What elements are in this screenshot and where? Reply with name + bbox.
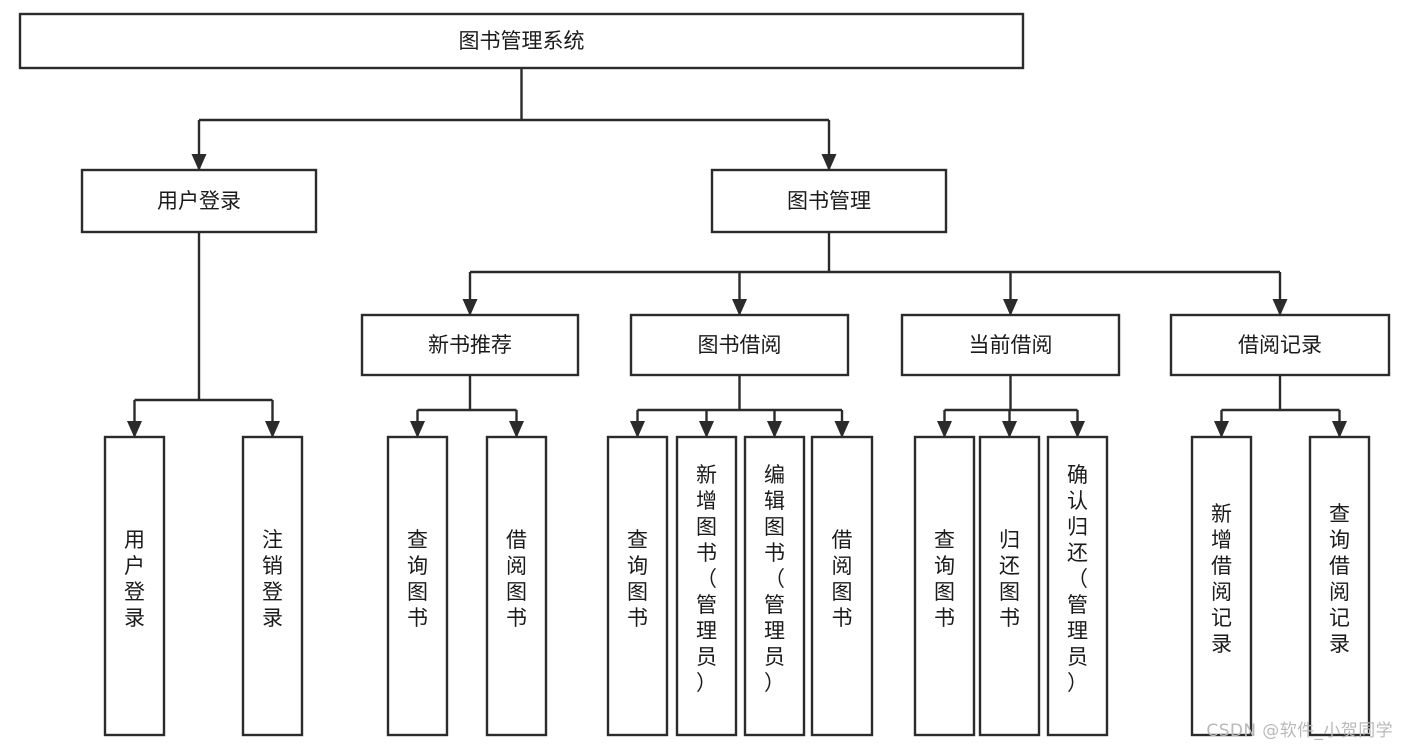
node-label: 用户登录 [157, 189, 241, 213]
node-leaf-新增图书管理员[interactable]: 新增图书（管理员） [675, 435, 738, 737]
arrow-head-icon [1214, 421, 1229, 438]
connectors-layer [127, 68, 1347, 438]
node-box [1190, 435, 1253, 737]
node-box [710, 168, 948, 234]
csdn-watermark: CSDN @软件_小贺同学 [1206, 721, 1393, 741]
node-leaf-归还图书[interactable]: 归还图书 [978, 435, 1041, 737]
node-box [629, 313, 850, 377]
node-leaf-注销登录[interactable]: 注销登录 [241, 435, 304, 737]
node-level1-图书管理[interactable]: 图书管理 [710, 168, 948, 234]
node-leaf-借阅图书[interactable]: 借阅图书 [485, 435, 548, 737]
node-leaf-查询借阅记录[interactable]: 查询借阅记录 [1308, 435, 1371, 737]
node-label: 编辑图书（管理员） [764, 463, 785, 695]
node-label: 借阅图书 [506, 528, 527, 630]
node-root-图书管理系统[interactable]: 图书管理系统 [18, 12, 1025, 70]
node-level2-图书借阅[interactable]: 图书借阅 [629, 313, 850, 377]
arrow-head-icon [1332, 421, 1347, 438]
node-leaf-确认归还管理员[interactable]: 确认归还（管理员） [1046, 435, 1109, 737]
node-label: 新书推荐 [428, 333, 512, 357]
node-leaf-借阅图书[interactable]: 借阅图书 [810, 435, 874, 737]
arrow-head-icon [191, 154, 207, 171]
arrow-head-icon [732, 299, 747, 316]
node-box [241, 435, 304, 737]
node-box [386, 435, 449, 737]
node-box [606, 435, 669, 737]
node-box [743, 435, 806, 737]
node-box [1308, 435, 1371, 737]
arrow-head-icon [509, 421, 524, 438]
node-box [900, 313, 1121, 377]
node-box [810, 435, 874, 737]
node-label: 当前借阅 [969, 333, 1053, 357]
node-box [103, 435, 166, 737]
arrow-head-icon [127, 421, 142, 438]
arrow-head-icon [1070, 421, 1085, 438]
node-level2-借阅记录[interactable]: 借阅记录 [1169, 313, 1391, 377]
arrow-head-icon [265, 421, 280, 438]
node-label: 查询借阅记录 [1329, 502, 1350, 656]
node-label: 查询图书 [934, 528, 955, 630]
node-label: 图书管理系统 [459, 29, 585, 53]
node-label: 用户登录 [124, 528, 145, 630]
node-leaf-查询图书[interactable]: 查询图书 [386, 435, 449, 737]
arrow-head-icon [410, 421, 425, 438]
node-leaf-查询图书[interactable]: 查询图书 [913, 435, 976, 737]
node-leaf-用户登录[interactable]: 用户登录 [103, 435, 166, 737]
node-box [1169, 313, 1391, 377]
arrow-head-icon [1272, 299, 1288, 316]
arrow-head-icon [821, 154, 837, 171]
arrow-head-icon [767, 421, 782, 438]
node-box [1046, 435, 1109, 737]
node-box [913, 435, 976, 737]
node-label: 借阅记录 [1238, 333, 1322, 357]
nodes-layer: 图书管理系统用户登录用户登录注销登录图书管理新书推荐查询图书借阅图书图书借阅查询… [18, 12, 1391, 737]
node-leaf-编辑图书管理员[interactable]: 编辑图书（管理员） [743, 435, 806, 737]
arrow-head-icon [1003, 299, 1018, 316]
arrow-head-icon [462, 299, 478, 316]
node-level2-新书推荐[interactable]: 新书推荐 [360, 313, 580, 377]
node-level2-当前借阅[interactable]: 当前借阅 [900, 313, 1121, 377]
node-label: 借阅图书 [832, 528, 853, 630]
node-box [80, 168, 318, 234]
node-leaf-新增借阅记录[interactable]: 新增借阅记录 [1190, 435, 1253, 737]
arrow-head-icon [834, 421, 850, 438]
arrow-head-icon [1002, 421, 1017, 438]
node-label: 确认归还（管理员） [1067, 463, 1088, 695]
node-label: 图书借阅 [698, 333, 782, 357]
node-label: 新增图书（管理员） [696, 463, 717, 695]
node-level1-用户登录[interactable]: 用户登录 [80, 168, 318, 234]
arrow-head-icon [699, 421, 714, 438]
arrow-head-icon [630, 421, 645, 438]
arrow-head-icon [937, 421, 952, 438]
node-label: 查询图书 [407, 528, 428, 630]
node-box [485, 435, 548, 737]
node-box [360, 313, 580, 377]
node-box [18, 12, 1025, 70]
node-label: 图书管理 [787, 189, 871, 213]
node-label: 新增借阅记录 [1211, 502, 1232, 656]
node-label: 注销登录 [262, 528, 283, 630]
node-leaf-查询图书[interactable]: 查询图书 [606, 435, 669, 737]
node-label: 查询图书 [627, 528, 648, 630]
node-box [675, 435, 738, 737]
node-label: 归还图书 [999, 528, 1020, 630]
node-box [978, 435, 1041, 737]
